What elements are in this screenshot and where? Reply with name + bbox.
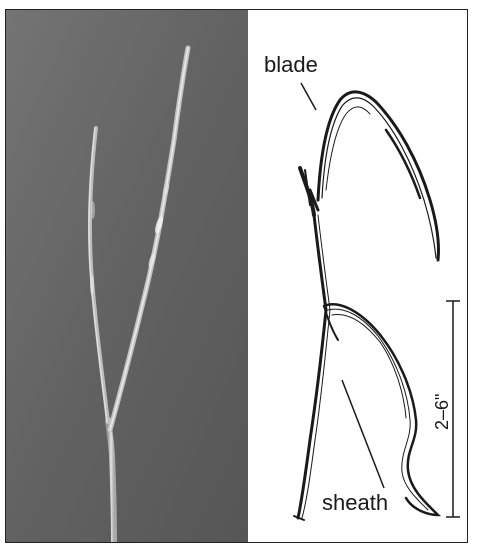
sheath-drawing [324,304,438,515]
blade-label: blade [264,52,318,77]
grass-diagram-drawing: blade [248,10,467,542]
sheath-leader-line [342,380,384,488]
measurement-label: 2–6" [432,394,452,430]
grass-photo [6,10,248,542]
grass-diagram: blade [248,10,467,542]
sheath-label: sheath [322,490,388,515]
grass-photo-image [6,10,248,542]
figure-frame: blade [5,9,468,543]
stem-drawing [294,168,330,520]
blade-drawing [318,92,439,260]
blade-leader-line [301,83,316,110]
